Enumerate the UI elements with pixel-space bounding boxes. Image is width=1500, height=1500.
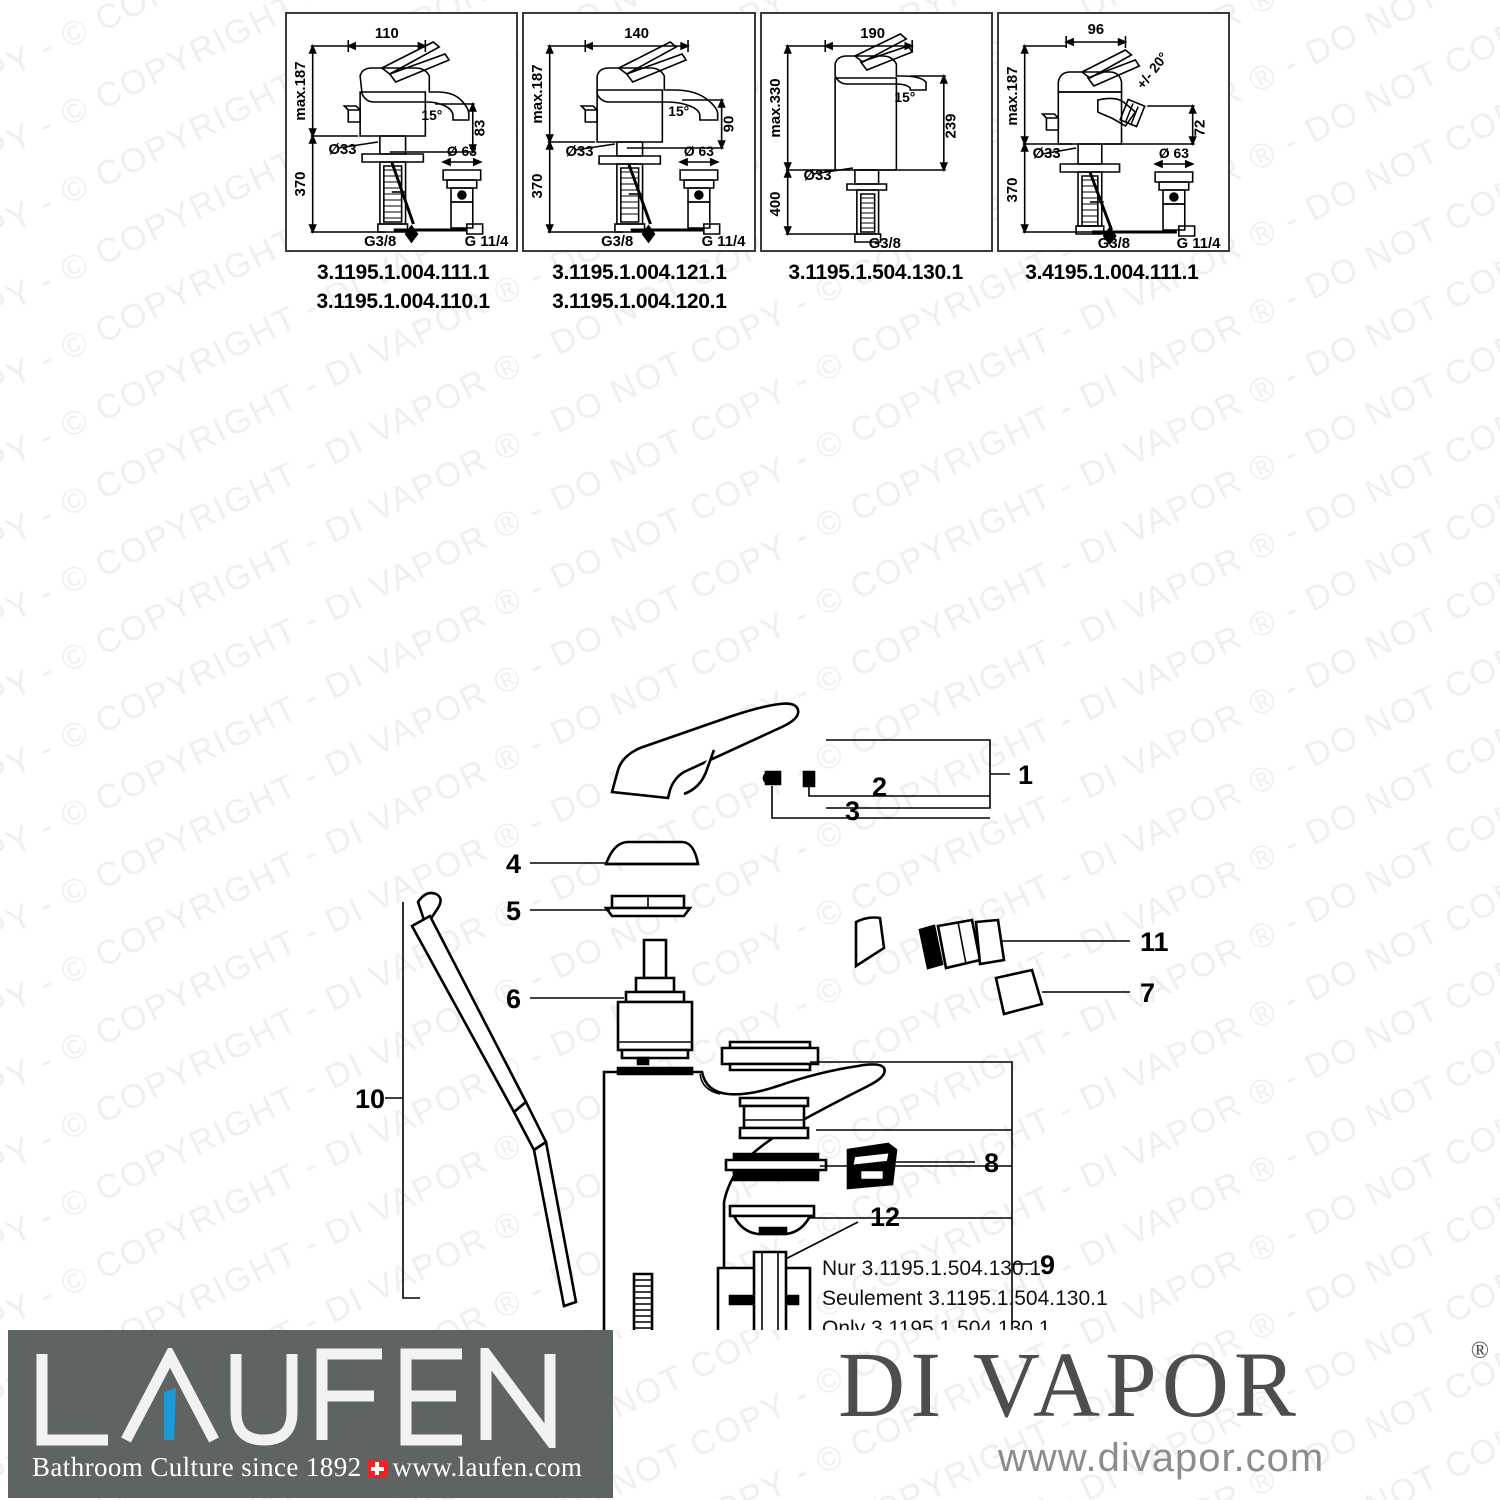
panel4-spout-height-label: 72 (1192, 120, 1208, 137)
product-code: 3.1195.1.504.130.1 (788, 261, 963, 284)
part-waste-kit-9 (720, 1040, 828, 1330)
part-cap-4 (604, 840, 700, 866)
part-aerator-11 (854, 916, 1006, 970)
callout-3-number: 3 (845, 796, 860, 826)
note-12-fr: Seulement 3.1195.1.504.130.1 (822, 1287, 1108, 1310)
part-pull-rod-10 (410, 891, 578, 1308)
panel3-shank-dia-label: Ø33 (803, 168, 831, 184)
note-12-de: Nur 3.1195.1.504.130.1 (822, 1257, 1041, 1280)
callout-8-number: 8 (984, 1148, 999, 1178)
laufen-wordmark (36, 1348, 556, 1448)
panel1-depth-label: 370 (293, 171, 309, 196)
part-threaded-rod (632, 1272, 654, 1330)
dimension-panel-3: 190 max.330 400 Ø33 15° 239 G3/8 (759, 12, 993, 252)
callout-2-number: 2 (872, 772, 887, 802)
panel4-inlet-thread-label: G3/8 (1098, 236, 1130, 250)
panel2-waste-thread-label: G 11/4 (702, 234, 746, 250)
laufen-tagline-text: Bathroom Culture since 1892 (32, 1452, 362, 1482)
panel3-inlet-thread-label: G3/8 (868, 236, 900, 250)
callout-9-number: 9 (1040, 1250, 1055, 1280)
panel4-angle-label: +/- 20° (1133, 49, 1171, 92)
dimension-panel-row: 110 max.187 370 Ø33 15° 83 Ø 63 G3/8 G 1… (285, 12, 1230, 252)
laufen-logo-panel: Bathroom Culture since 1892 www.laufen.co… (8, 1330, 613, 1498)
panel1-width-label: 110 (375, 26, 399, 42)
part-insert-7 (994, 968, 1044, 1016)
callout-12-number: 12 (870, 1202, 900, 1232)
panel4-waste-thread-label: G 11/4 (1176, 236, 1220, 250)
product-code: 3.1195.1.004.120.1 (552, 290, 727, 313)
laufen-accent-shape (164, 1388, 176, 1440)
callout-11-number: 11 (1140, 927, 1169, 957)
callout-7-number: 7 (1140, 978, 1155, 1008)
product-code-group-2: 3.1195.1.004.121.1 3.1195.1.004.120.1 (521, 258, 757, 316)
panel2-shank-dia-label: Ø33 (566, 144, 594, 160)
part-screw-3 (762, 770, 782, 786)
divapor-wordmark: DI VAPOR (838, 1334, 1301, 1437)
panel1-waste-thread-label: G 11/4 (465, 234, 509, 250)
panel1-shank-dia-label: Ø33 (329, 142, 357, 158)
panel3-angle-label: 15° (894, 89, 915, 105)
laufen-tagline: Bathroom Culture since 1892 www.laufen.co… (32, 1452, 597, 1483)
laufen-url: www.laufen.com (392, 1452, 583, 1482)
part-cartridge-6 (616, 938, 694, 1066)
panel1-spout-height-label: 83 (473, 120, 489, 137)
panel4-width-label: 96 (1087, 22, 1103, 38)
panel4-shank-dia-label: Ø33 (1032, 146, 1060, 162)
callout-2-leader (808, 786, 990, 797)
panel2-angle-label: 15° (669, 103, 690, 119)
panel4-waste-dia-label: Ø 63 (1159, 145, 1189, 161)
product-code: 3.1195.1.004.110.1 (316, 290, 490, 313)
product-code-group-1: 3.1195.1.004.111.1 3.1195.1.004.110.1 (285, 258, 521, 316)
note-12-en: Only 3.1195.1.504.130.1 (822, 1317, 1050, 1330)
product-code-group-4: 3.4195.1.004.111.1 (994, 258, 1230, 316)
panel3-depth-label: 400 (767, 191, 783, 216)
divapor-logo[interactable]: DI VAPOR ® www.divapor.com (838, 1332, 1493, 1492)
exploded-parts-diagram: 1 2 3 4 5 6 (0, 330, 1500, 1330)
product-code: 3.4195.1.004.111.1 (1025, 261, 1199, 284)
callout-4-number: 4 (506, 849, 521, 879)
callout-6-number: 6 (506, 984, 521, 1014)
callout-10-leader (385, 902, 420, 1299)
panel2-depth-label: 370 (530, 173, 546, 198)
callout-5-number: 5 (506, 896, 521, 926)
dimension-panel-2: 140 max.187 370 Ø33 15° 90 Ø 63 G3/8 G 1… (522, 12, 756, 252)
panel2-inlet-thread-label: G3/8 (601, 234, 633, 250)
panel2-spout-height-label: 90 (722, 116, 738, 133)
swiss-cross-icon (367, 1459, 387, 1478)
dimension-panel-1: 110 max.187 370 Ø33 15° 83 Ø 63 G3/8 G 1… (285, 12, 519, 252)
panel2-height-label: max.187 (530, 64, 546, 123)
divapor-registered-icon: ® (1470, 1338, 1489, 1364)
part-screw-2 (802, 770, 816, 788)
product-code: 3.1195.1.004.111.1 (317, 261, 490, 284)
divapor-url[interactable]: www.divapor.com (998, 1436, 1325, 1480)
panel3-spout-height-label: 239 (943, 113, 959, 138)
callout-3-leader (771, 786, 990, 819)
panel1-inlet-thread-label: G3/8 (364, 234, 396, 250)
product-code: 3.1195.1.004.121.1 (552, 261, 727, 284)
callout-9-leader (810, 1061, 1032, 1330)
panel1-angle-label: 15° (421, 107, 442, 123)
panel1-waste-dia-label: Ø 63 (447, 143, 477, 159)
callout-1-number: 1 (1018, 760, 1033, 790)
dimension-panel-4: 96 max.187 370 Ø33 +/- 20° 72 Ø 63 G3/8 … (996, 12, 1230, 252)
panel1-height-label: max.187 (293, 61, 309, 120)
panel4-height-label: max.187 (1005, 66, 1021, 125)
panel3-width-label: 190 (860, 26, 885, 42)
part-lever-handle (610, 702, 800, 800)
panel2-waste-dia-label: Ø 63 (684, 143, 714, 159)
callout-10-number: 10 (355, 1084, 385, 1114)
panel4-depth-label: 370 (1005, 177, 1021, 202)
callout-1-leader (826, 739, 1010, 809)
panel2-width-label: 140 (625, 26, 650, 42)
part-ring-5 (603, 894, 693, 918)
product-code-group-3: 3.1195.1.504.130.1 (758, 258, 994, 316)
product-code-row: 3.1195.1.004.111.1 3.1195.1.004.110.1 3.… (285, 258, 1230, 316)
panel3-height-label: max.330 (767, 78, 783, 137)
